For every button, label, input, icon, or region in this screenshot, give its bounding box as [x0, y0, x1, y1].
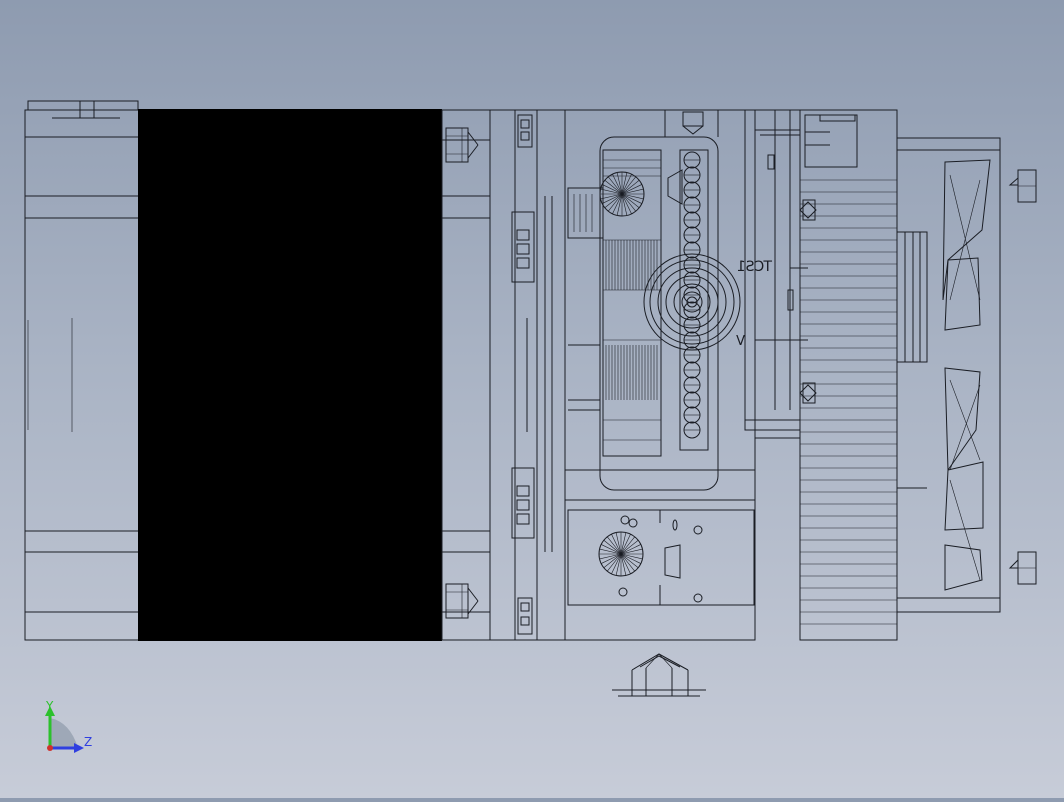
label-v: V [736, 334, 745, 349]
flange-section [441, 109, 515, 641]
bearing-spoke [602, 184, 623, 195]
bearing-spoke [621, 193, 640, 208]
bearing-spoke [621, 193, 632, 214]
bottom-tooth [612, 653, 706, 697]
axis-triad[interactable]: Y Z [45, 699, 92, 753]
bearing-spoke [620, 548, 643, 555]
motor-body-fill [138, 109, 442, 641]
bearing-spoke [620, 536, 635, 555]
bearing-spoke [600, 188, 623, 195]
bearing-spoke [620, 532, 627, 555]
end-bolts [1008, 169, 1037, 585]
bearing-spoke [599, 548, 622, 555]
bearing-spoke [621, 172, 628, 195]
label-tcs1: TCS1 [737, 259, 773, 275]
y-axis-arrow [45, 706, 55, 716]
bearing-spoke [620, 553, 635, 572]
fan-cover [896, 137, 1001, 613]
mirrored-labels: TCS1 V [736, 259, 773, 349]
z-axis-label: Z [84, 735, 92, 749]
y-axis-label: Y [45, 699, 54, 713]
triad-plane [50, 718, 78, 748]
bearing-spoke [615, 553, 622, 576]
bearing-spoke [604, 193, 623, 208]
bearing-spoke [603, 540, 622, 555]
bearing-spoke [616, 193, 623, 216]
gearbox-housing [564, 109, 756, 641]
bearing-spoke [601, 544, 622, 555]
bearing-spoke [611, 553, 622, 574]
bearing-spoke [621, 193, 642, 204]
bearing-spoke [621, 193, 636, 212]
bearing-spoke [621, 180, 640, 195]
bearing-spoke [620, 553, 627, 576]
bearing-spoke [621, 184, 642, 195]
bearing-spoke [620, 540, 639, 555]
clamp-column [511, 109, 566, 641]
bearing-spoke [599, 553, 622, 560]
bearing-spoke [608, 193, 623, 212]
bearing-top [599, 171, 645, 217]
bolt-head-bottom [445, 583, 479, 619]
bearing-spoke [621, 193, 644, 200]
gear-rack [602, 149, 662, 457]
bearing-spoke [601, 553, 622, 564]
bearing-spoke [620, 553, 643, 560]
z-axis-arrow [74, 743, 84, 753]
right-plates [744, 109, 898, 641]
bearing-spoke [608, 176, 623, 195]
bearing-spoke [611, 534, 622, 555]
bearing-spoke [612, 193, 623, 214]
bearing-spoke [620, 544, 641, 555]
bearing-spoke [621, 174, 632, 195]
bearing-spoke [620, 553, 641, 564]
bearing-spoke [603, 553, 622, 568]
bearing-spoke [621, 176, 636, 195]
bearing-spoke [620, 553, 631, 574]
bearing-spoke [600, 193, 623, 200]
bearing-spoke [616, 172, 623, 195]
bearing-spoke [620, 553, 639, 568]
main-gear [643, 253, 741, 351]
bearing-spoke [602, 193, 623, 204]
bolt-head-top [445, 127, 479, 163]
bearing-spoke [621, 188, 644, 195]
bearing-spoke [615, 532, 622, 555]
bearing-spoke [607, 553, 622, 572]
bearing-spoke [620, 534, 631, 555]
gear-chain [683, 151, 701, 439]
bearing-spoke [612, 174, 623, 195]
bearing-spoke [607, 536, 622, 555]
bearing-spoke [604, 180, 623, 195]
triad-origin [47, 745, 53, 751]
left-housing [24, 100, 141, 641]
bearing-spoke [621, 193, 628, 216]
bearing-bottom [598, 531, 644, 577]
